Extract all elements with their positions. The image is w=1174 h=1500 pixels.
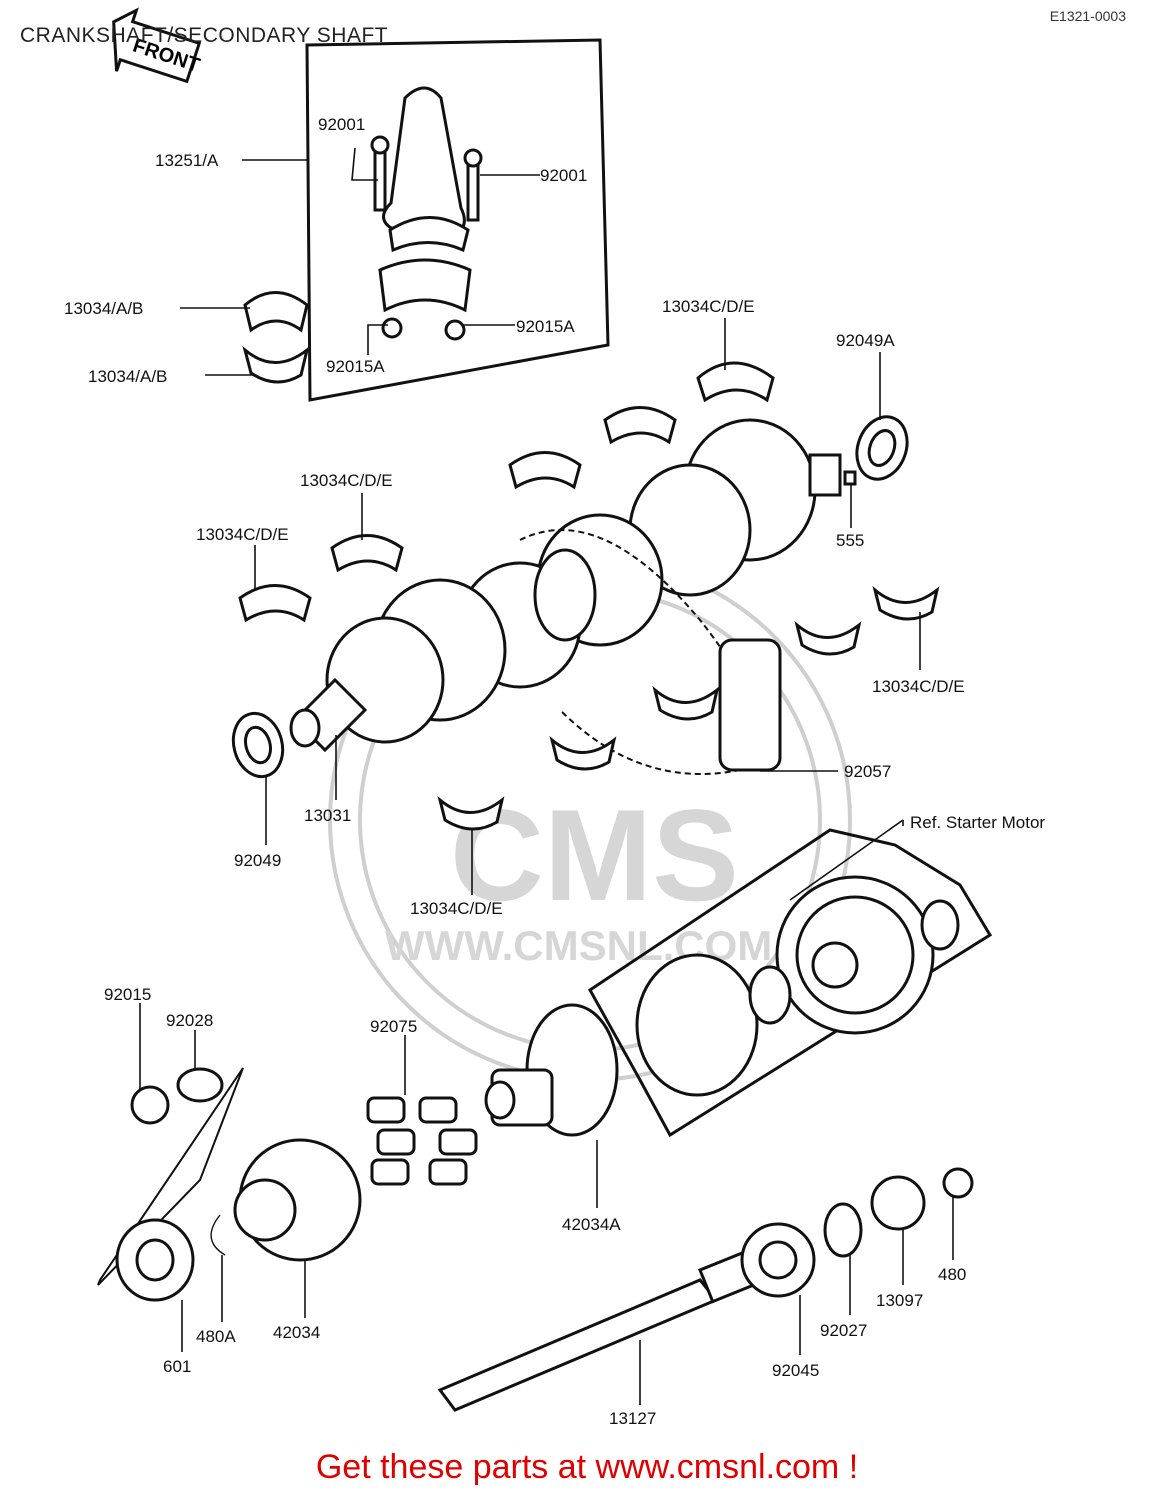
label-92049a: 92049A — [836, 331, 895, 350]
label-13034ab-top: 13034/A/B — [64, 299, 143, 318]
label-92027: 92027 — [820, 1321, 867, 1340]
label-555: 555 — [836, 531, 864, 550]
label-13034cde-a: 13034C/D/E — [662, 297, 755, 316]
bearing-shell-13034ab-top — [243, 291, 309, 333]
cta-link[interactable]: Get these parts at www.cmsnl.com ! — [315, 1448, 859, 1486]
label-480: 480 — [938, 1265, 966, 1284]
label-92028: 92028 — [166, 1011, 213, 1030]
label-601: 601 — [163, 1357, 191, 1376]
cam-chain — [519, 529, 782, 775]
label-92015a-left: 92015A — [326, 357, 385, 376]
label-13031: 13031 — [304, 806, 351, 825]
label-92001-right: 92001 — [540, 166, 587, 185]
bearing-shell-13034ab-bottom — [242, 345, 310, 384]
label-13034cde-d: 13034C/D/E — [872, 677, 965, 696]
diagram-code: E1321-0003 — [1049, 8, 1126, 24]
crankshaft — [289, 418, 842, 753]
label-13034cde-c: 13034C/D/E — [196, 525, 289, 544]
leader-lines — [139, 147, 954, 1405]
starter-clutch-group — [484, 828, 993, 1138]
label-42034a: 42034A — [562, 1215, 621, 1234]
label-92015: 92015 — [104, 985, 151, 1004]
label-13251a: 13251/A — [155, 151, 219, 170]
page-title: CRANKSHAFT/SECONDARY SHAFT — [20, 24, 389, 47]
label-92057: 92057 — [844, 762, 891, 781]
label-92045: 92045 — [772, 1361, 819, 1380]
rollers-92075 — [366, 1096, 478, 1186]
secondary-left-group — [97, 1067, 362, 1302]
label-13097: 13097 — [876, 1291, 923, 1310]
label-92001-left: 92001 — [318, 115, 365, 134]
label-42034: 42034 — [273, 1323, 320, 1342]
key-555 — [843, 470, 857, 486]
connecting-rod-group — [305, 38, 610, 402]
label-480a: 480A — [196, 1327, 236, 1346]
oil-seal-inner-92049a — [867, 429, 897, 467]
label-92049: 92049 — [234, 851, 281, 870]
main-bearing-shells — [238, 361, 940, 831]
label-13034ab-bottom: 13034/A/B — [88, 367, 167, 386]
label-13034cde-b: 13034C/D/E — [300, 471, 393, 490]
label-92075: 92075 — [370, 1017, 417, 1036]
label-92015a-right: 92015A — [516, 317, 575, 336]
label-13034cde-e: 13034C/D/E — [410, 899, 503, 918]
front-arrow: FRONT — [112, 7, 202, 84]
label-13127: 13127 — [609, 1409, 656, 1428]
label-ref-starter-motor: Ref. Starter Motor — [910, 813, 1045, 832]
oil-seal-inner-92049 — [244, 725, 272, 765]
secondary-shaft — [437, 1167, 974, 1412]
part-labels: 13251/A 92001 92001 13034/A/B 13034/A/B … — [64, 115, 1045, 1428]
